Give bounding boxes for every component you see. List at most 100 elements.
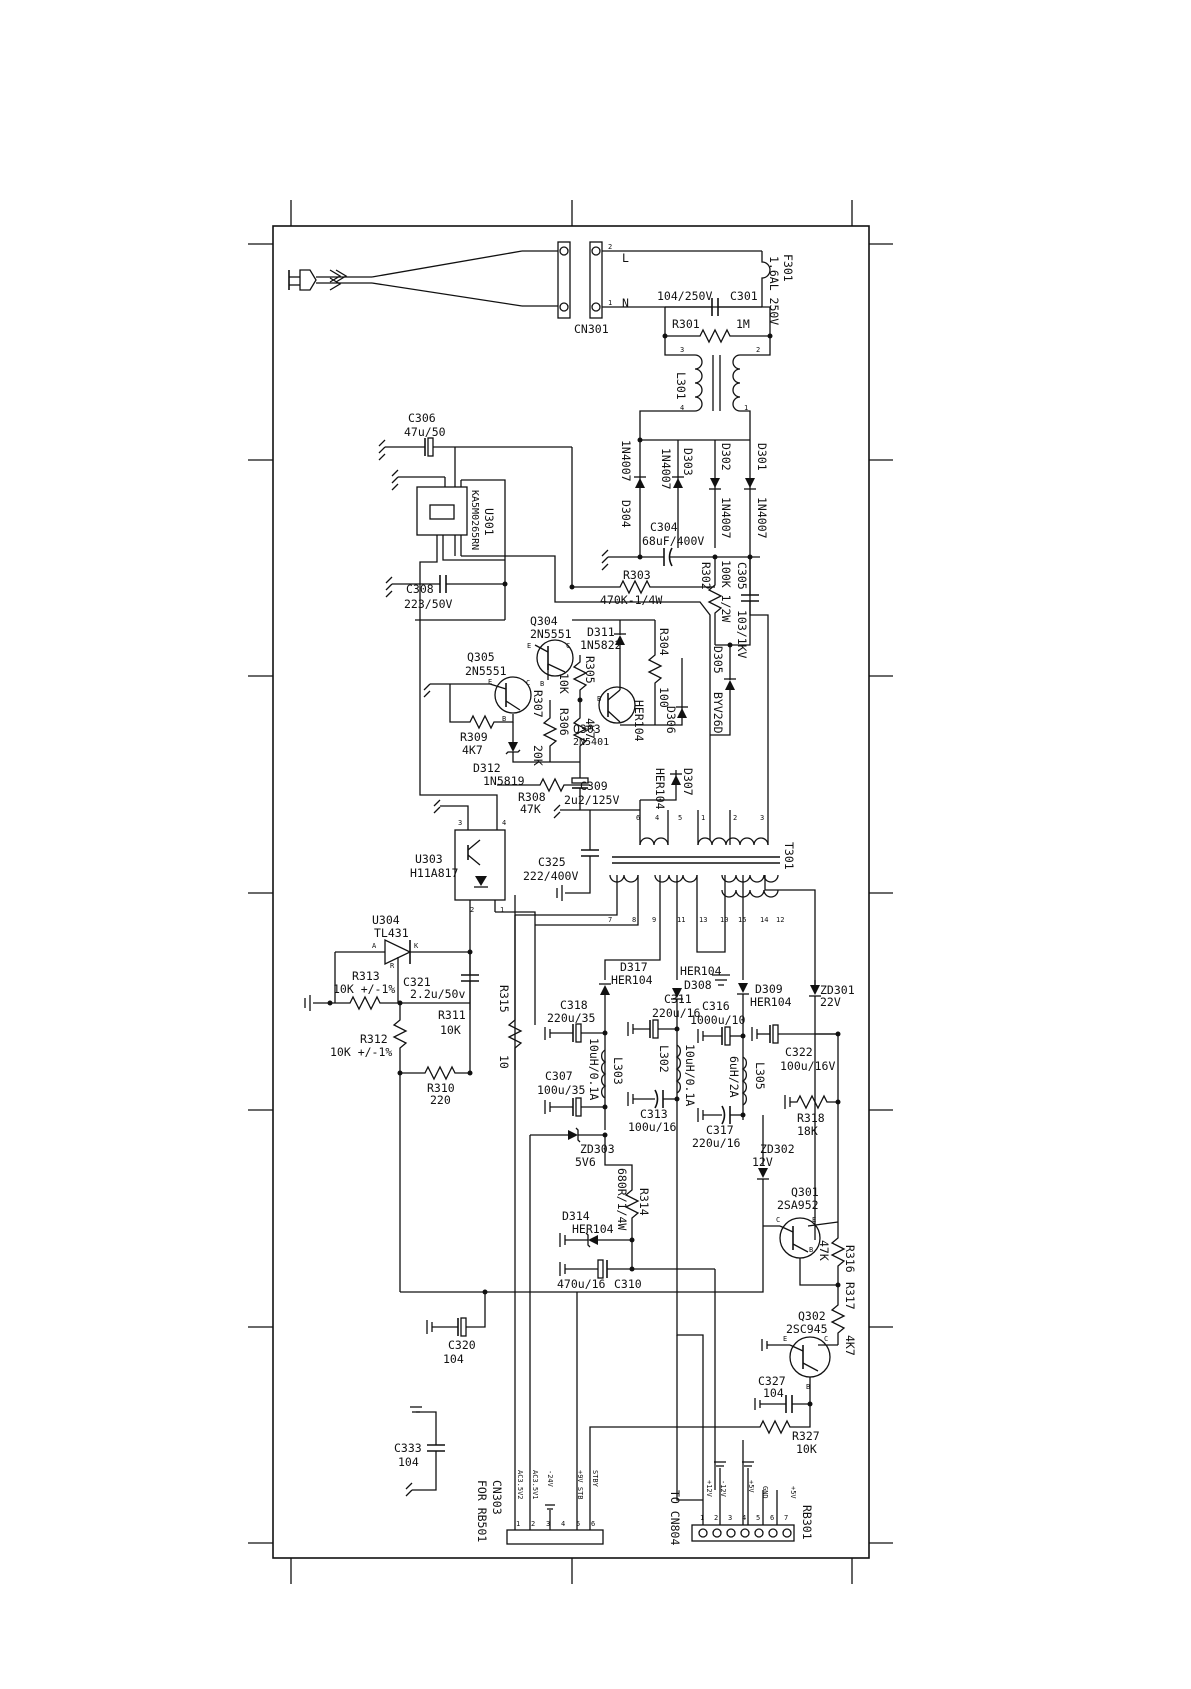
d305-ref: D305 xyxy=(711,646,725,674)
q301-transistor: C E B xyxy=(763,1216,839,1286)
svg-text:4: 4 xyxy=(655,814,659,822)
r310-resistor xyxy=(400,1065,473,1081)
u301-part: KA5M0265RN xyxy=(469,490,480,550)
svg-text:7: 7 xyxy=(608,916,612,924)
svg-text:A: A xyxy=(372,942,377,950)
d311-value: HER104 xyxy=(750,995,792,1009)
svg-text:C: C xyxy=(526,679,530,687)
c316-value: 1000u/10 xyxy=(690,1013,745,1027)
rb301-pin-7-label: +5V xyxy=(789,1486,797,1499)
svg-text:5: 5 xyxy=(576,1520,580,1528)
q304-transistor: E C B xyxy=(527,639,574,688)
svg-text:6: 6 xyxy=(770,1514,774,1522)
r317-resistor xyxy=(830,1285,846,1345)
rb301-pin-2-label: -12V xyxy=(719,1480,727,1498)
c307-ref: C307 xyxy=(545,1069,573,1083)
d309-diode xyxy=(572,619,655,690)
svg-text:1: 1 xyxy=(744,404,748,412)
c306-value: 47u/50 xyxy=(404,425,446,439)
c310-ref: C311 xyxy=(664,992,692,1006)
svg-text:K: K xyxy=(414,942,419,950)
d305-value: BYV26D xyxy=(711,692,725,734)
svg-text:14: 14 xyxy=(760,916,768,924)
r311-value: 10K xyxy=(440,1023,461,1037)
d317-value: 22V xyxy=(820,995,841,1009)
c308-capacitor xyxy=(385,575,508,598)
r327-value: 10K xyxy=(796,1442,817,1456)
svg-text:4: 4 xyxy=(742,1514,746,1522)
c304-value: 68uF/400V xyxy=(642,534,704,548)
r318-resistor xyxy=(784,1094,841,1110)
r309-resistor xyxy=(449,684,514,730)
c325-value: 222/400V xyxy=(523,869,578,883)
d308-value: HER104 xyxy=(680,964,722,978)
d317-diode xyxy=(809,980,821,1240)
u303-part: H11A817 xyxy=(410,866,459,880)
l302-ref: L302 xyxy=(657,1045,671,1073)
c318-value: 220u/35 xyxy=(547,1011,595,1025)
c322-value: 104 xyxy=(443,1352,464,1366)
q302-value: 2SC945 xyxy=(786,1322,828,1336)
c316-ref: C316 xyxy=(702,999,730,1013)
r308-ref: R308 xyxy=(518,790,546,804)
svg-text:C: C xyxy=(566,642,570,650)
f301-fuse xyxy=(761,251,771,307)
mains-plug-icon xyxy=(288,250,523,307)
r311-ref: R311 xyxy=(438,1008,466,1022)
svg-text:7: 7 xyxy=(784,1514,788,1522)
c311-value: 100u/16 xyxy=(628,1120,677,1134)
r315-ref: R315 xyxy=(497,985,511,1013)
c320-value: 2.2u/50v xyxy=(410,987,465,1001)
svg-text:2: 2 xyxy=(470,906,474,914)
r303-ref: R303 xyxy=(623,568,651,582)
d312-value: 12V xyxy=(752,1155,773,1169)
d301-value: 1N4007 xyxy=(755,497,769,539)
zd302-value: HER104 xyxy=(572,1222,614,1236)
c304-ref: C304 xyxy=(650,520,678,534)
r327-resistor xyxy=(589,1404,811,1500)
r305-ref: R305 xyxy=(583,656,597,684)
l302-inductor xyxy=(675,1044,681,1094)
zd301-value: 1N5819 xyxy=(483,774,525,788)
r303-resistor xyxy=(569,579,715,595)
r302-ref: R302 xyxy=(699,562,713,590)
c306-ref: C306 xyxy=(408,411,436,425)
d306-ref: D306 xyxy=(664,706,678,734)
svg-text:3: 3 xyxy=(760,814,764,822)
d301-ref: D301 xyxy=(755,443,769,471)
u303-ref: U303 xyxy=(415,852,443,866)
l303-value: 10uH/0.1A xyxy=(587,1038,601,1100)
t301-ref: T301 xyxy=(782,842,796,870)
svg-text:2: 2 xyxy=(714,1514,718,1522)
c311-ref: C313 xyxy=(640,1107,668,1121)
c309-capacitor xyxy=(571,762,589,810)
r316-resistor xyxy=(830,1222,846,1288)
d314-diode xyxy=(599,875,661,1130)
d309-ref: D311 xyxy=(587,625,615,639)
svg-text:4: 4 xyxy=(561,1520,565,1528)
d307-value: HER104 xyxy=(653,768,667,810)
q302-ref: Q302 xyxy=(798,1309,826,1323)
c316-capacitor xyxy=(697,1026,746,1046)
c327-ref: C327 xyxy=(758,1374,786,1388)
d304-value: 1N4007 xyxy=(619,440,633,482)
c321-ref: C322 xyxy=(785,1045,813,1059)
d302-value: 1N4007 xyxy=(719,497,733,539)
rb301-ref: RB301 xyxy=(800,1505,814,1540)
c305-value: 103/1KV xyxy=(735,610,749,659)
rb301-pin-4-label: +5V xyxy=(747,1480,755,1493)
c313-ref: C310 xyxy=(614,1277,642,1291)
l301-choke: 3 2 4 1 xyxy=(639,336,771,548)
c307-capacitor xyxy=(544,1097,608,1117)
r309-value: 4K7 xyxy=(462,743,483,757)
r302-value: 100K 1/2W xyxy=(719,560,733,622)
q302-transistor: E C B xyxy=(761,1335,838,1402)
d312-ref: ZD302 xyxy=(760,1142,795,1156)
r317-value: 4K7 xyxy=(843,1335,857,1356)
c325-ref: C325 xyxy=(538,855,566,869)
svg-text:13: 13 xyxy=(699,916,707,924)
c333-value: 104 xyxy=(398,1455,419,1469)
cn303-pin-1-label: AC3.5V2 xyxy=(516,1470,524,1500)
d302-ref: D302 xyxy=(719,443,733,471)
